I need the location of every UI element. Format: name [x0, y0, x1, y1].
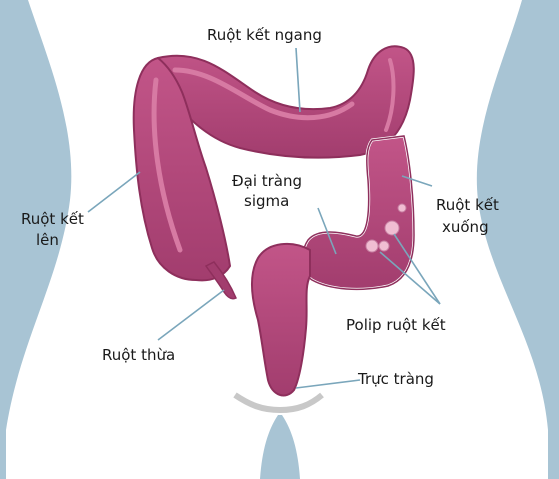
label-polyp: Polip ruột kết	[346, 316, 446, 334]
label-ascending-colon-line2: lên	[36, 231, 59, 249]
label-sigmoid-line2: sigma	[244, 192, 289, 210]
label-descending-line1: Ruột kết	[436, 196, 499, 214]
polyp-1	[385, 221, 399, 235]
polyp-2	[366, 240, 378, 252]
polyp-4	[398, 204, 406, 212]
label-sigmoid-line1: Đại tràng	[232, 172, 302, 190]
label-ascending-colon-line1: Ruột kết	[21, 210, 84, 228]
polyp-3	[379, 241, 389, 251]
label-transverse-colon: Ruột kết ngang	[207, 26, 322, 44]
label-descending-line2: xuống	[442, 218, 489, 236]
label-appendix: Ruột thừa	[102, 346, 175, 364]
label-rectum: Trực tràng	[357, 370, 434, 388]
